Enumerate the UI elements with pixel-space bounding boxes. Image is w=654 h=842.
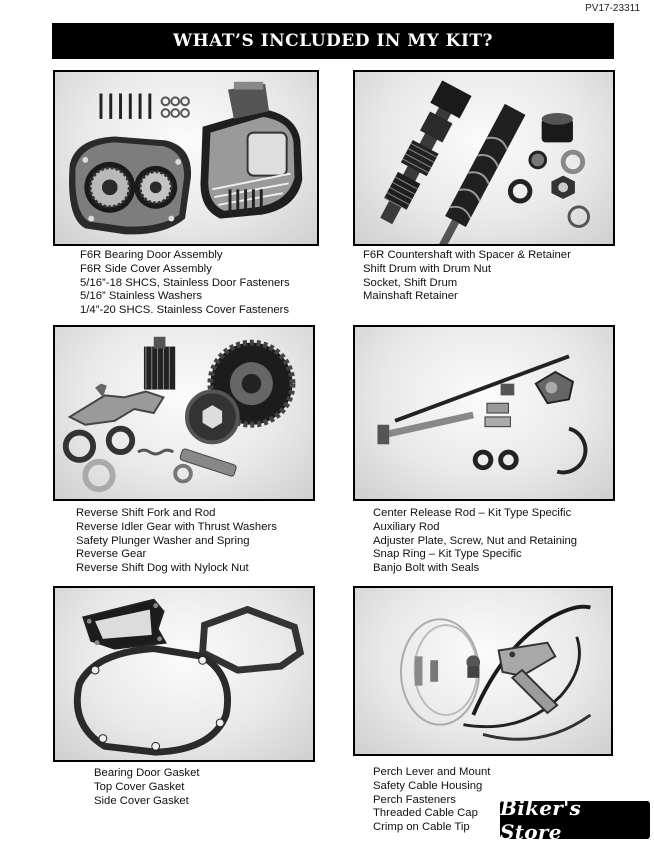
countershaft-shift-drum-illustration [380, 80, 591, 244]
caption-perch-lever-cable: Perch Lever and Mount Safety Cable Housi… [373, 766, 490, 835]
bearing-door-side-cover-illustration [69, 81, 303, 235]
kit-item: Perch Lever and Mount [373, 766, 491, 778]
kit-item: 5/16”-18 SHCS, Stainless Door Fasteners [80, 276, 290, 289]
kit-item: Snap Ring – Kit Type Specific [373, 548, 522, 561]
kit-item: Reverse Idler Gear with Thrust Washers [76, 520, 277, 533]
kit-item: Shift Drum with Drum Nut [363, 262, 492, 275]
gaskets-illustration [73, 598, 305, 756]
kit-item: Reverse Gear [76, 548, 147, 561]
kit-item: Center Release Rod – Kit Type Specific [373, 507, 572, 519]
kit-item: F6R Countershaft with Spacer & Retainer [363, 249, 571, 261]
kit-item: Perch Fasteners [373, 793, 456, 806]
kit-item: Safety Cable Housing [373, 779, 483, 792]
kit-item: Reverse Shift Fork and Rod [76, 507, 216, 519]
photo-bearing-door-side-cover [53, 70, 319, 246]
perch-lever-cable-illustration [400, 604, 592, 741]
kit-item: Side Cover Gasket [94, 794, 189, 807]
caption-gaskets: Bearing Door Gasket Top Cover Gasket Sid… [94, 767, 200, 808]
photo-countershaft-shift-drum [353, 70, 615, 246]
kit-item: Socket, Shift Drum [363, 276, 458, 289]
kit-item: Threaded Cable Cap [373, 807, 478, 820]
kit-item: Banjo Bolt with Seals [373, 562, 480, 575]
kit-item: Top Cover Gasket [94, 780, 185, 793]
kit-item: F6R Side Cover Assembly [80, 262, 212, 275]
store-logo: Biker's Store [500, 796, 650, 842]
caption-release-rod-hardware: Center Release Rod – Kit Type Specific A… [373, 507, 577, 576]
kit-item: 1/4”-20 SHCS. Stainless Cover Fasteners [80, 304, 290, 317]
kit-item: Auxiliary Rod [373, 520, 440, 533]
photo-reverse-gear-parts [53, 325, 315, 501]
kit-item: Crimp on Cable Tip [373, 821, 470, 834]
caption-reverse-gear-parts: Reverse Shift Fork and Rod Reverse Idler… [76, 507, 277, 576]
reverse-gear-parts-illustration [62, 336, 296, 493]
kit-item: Reverse Shift Dog with Nylock Nut [76, 562, 249, 575]
document-code: PV17-23311 [585, 3, 640, 14]
kit-item: Bearing Door Gasket [94, 767, 200, 779]
photo-perch-lever-cable [353, 586, 613, 756]
release-rod-hardware-illustration [377, 354, 588, 475]
kit-item: F6R Bearing Door Assembly [80, 249, 223, 261]
page-title-banner: WHAT’S INCLUDED IN MY KIT? [52, 23, 614, 59]
caption-countershaft-shift-drum: F6R Countershaft with Spacer & Retainer … [363, 249, 571, 304]
store-logo-text: Biker's Store [500, 796, 582, 842]
kit-item: Mainshaft Retainer [363, 290, 458, 303]
photo-gaskets [53, 586, 315, 762]
kit-item: 5/16” Stainless Washers [80, 290, 203, 303]
kit-item: Safety Plunger Washer and Spring [76, 534, 250, 547]
caption-bearing-door-side-cover: F6R Bearing Door Assembly F6R Side Cover… [80, 249, 290, 318]
photo-release-rod-hardware [353, 325, 615, 501]
kit-item: Adjuster Plate, Screw, Nut and Retaining [373, 534, 578, 547]
